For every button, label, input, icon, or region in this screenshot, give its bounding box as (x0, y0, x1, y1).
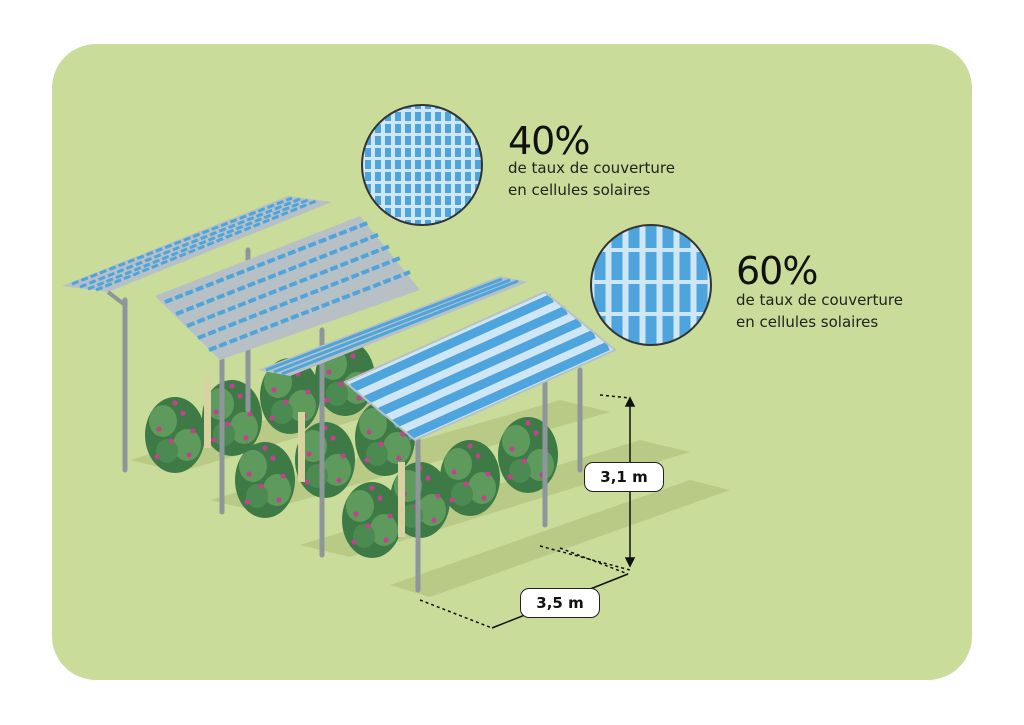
spacing-dimension-label: 3,5 m (520, 588, 600, 618)
coverage-40-description: de taux de couverture en cellules solair… (508, 157, 768, 201)
panel-row-4 (343, 290, 617, 442)
coverage-40-line2: en cellules solaires (508, 181, 651, 199)
height-dimension-label: 3,1 m (584, 462, 664, 492)
coverage-40-value: 40% (508, 119, 590, 163)
panel-row-1 (62, 196, 332, 307)
solar-cells-striped-pattern-icon (590, 224, 712, 346)
coverage-60-line2: en cellules solaires (736, 313, 879, 331)
wood-stakes (204, 378, 405, 537)
coverage-60-line1: de taux de couverture (736, 291, 903, 309)
coverage-60-description: de taux de couverture en cellules solair… (736, 289, 996, 333)
coverage-60-value: 60% (736, 249, 818, 293)
coverage-40-line1: de taux de couverture (508, 159, 675, 177)
panel-row-2 (155, 216, 420, 360)
solar-cells-dense-pattern-icon (361, 104, 483, 226)
panel-row-3 (258, 276, 528, 376)
